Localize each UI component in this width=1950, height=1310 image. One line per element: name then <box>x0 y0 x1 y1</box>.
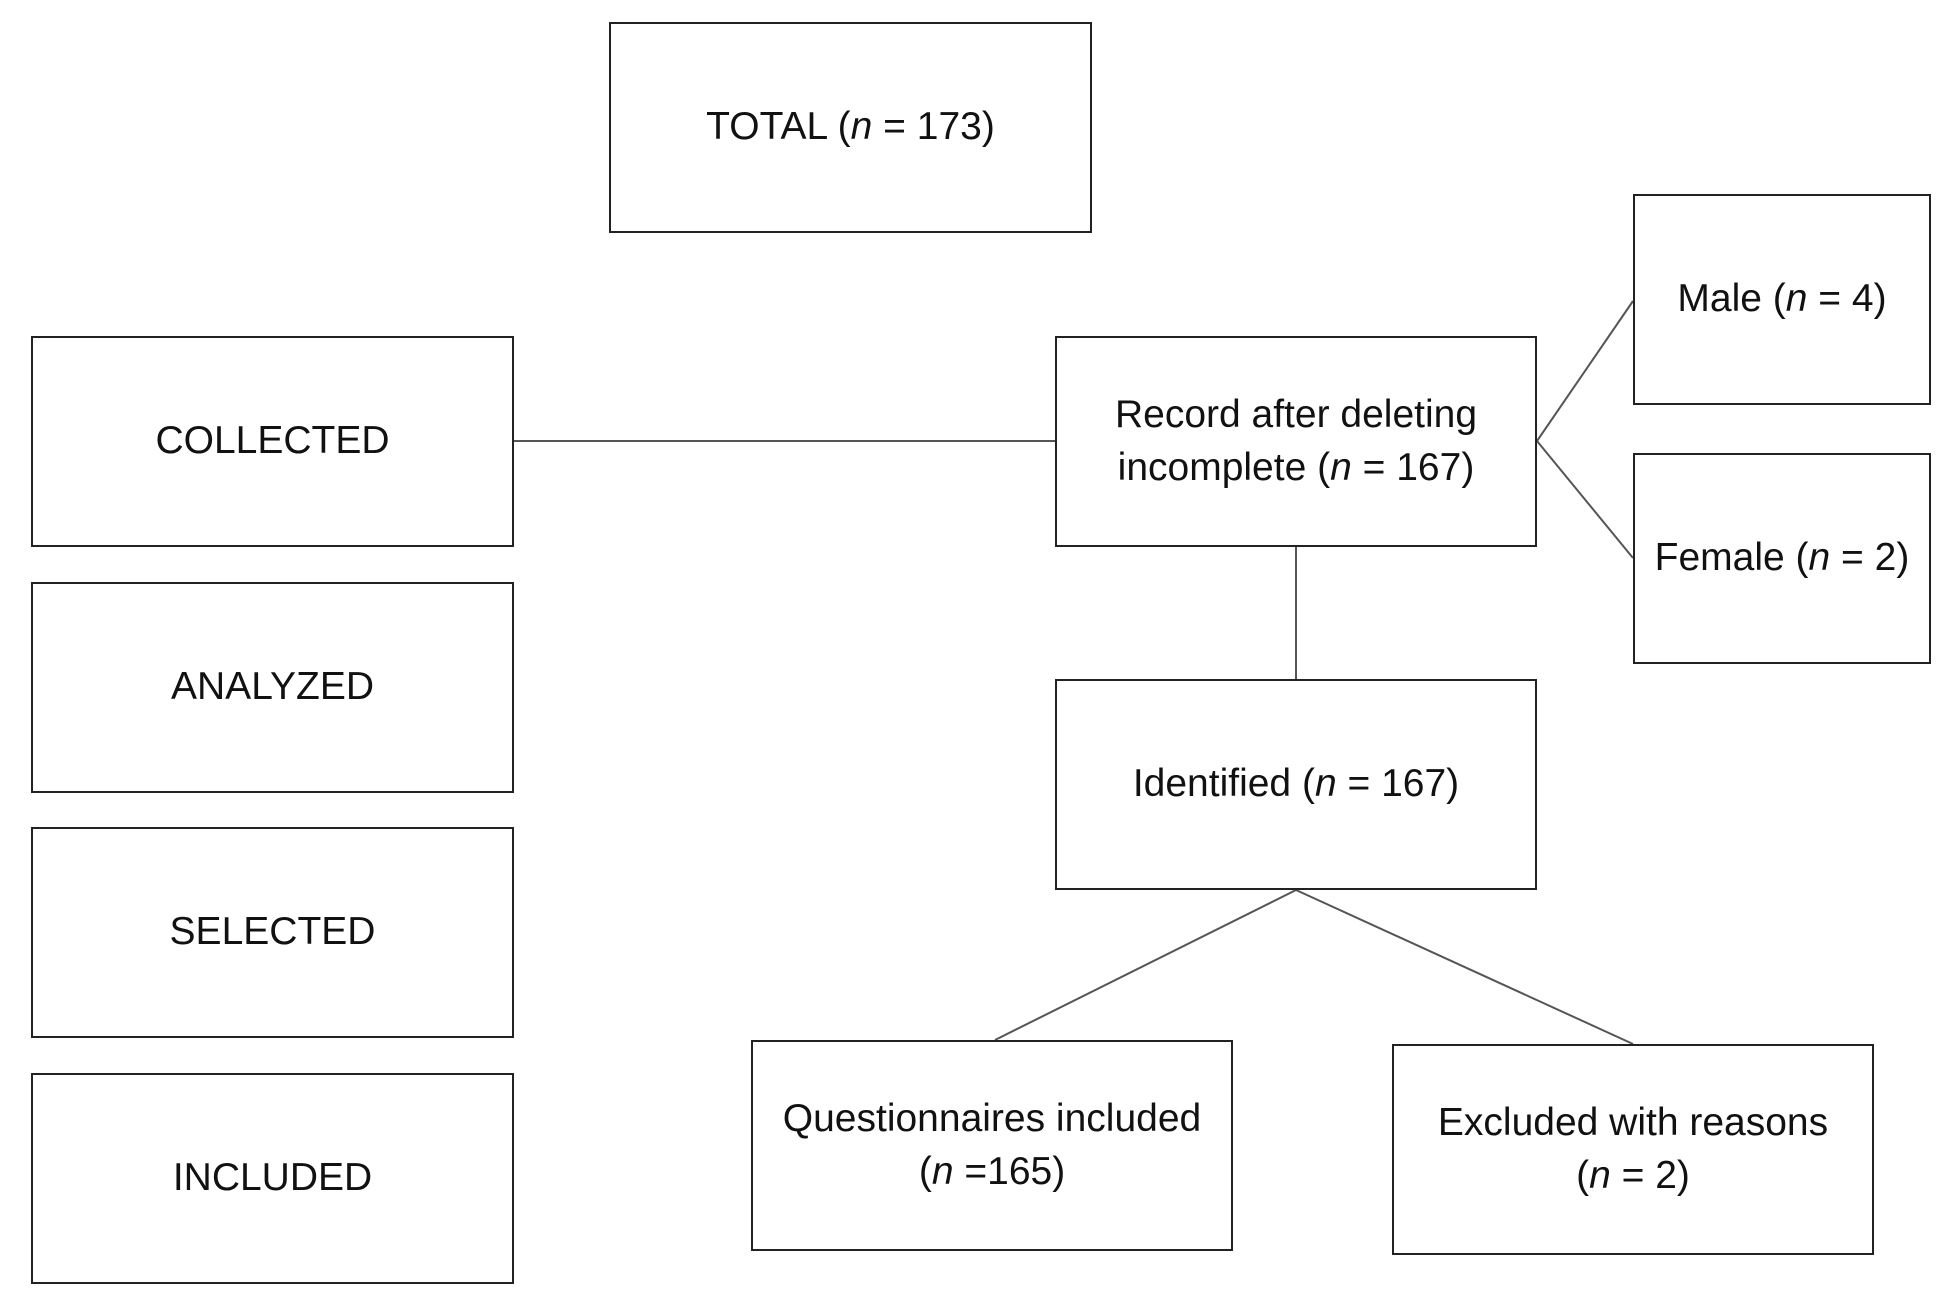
selected-box: SELECTED <box>31 827 514 1038</box>
male-text: Male (n = 4) <box>1677 277 1887 321</box>
identified-text: Identified (n = 167) <box>1132 762 1460 806</box>
collected-box: COLLECTED <box>31 336 514 547</box>
excluded-text: Excluded with reasons (n = 2) <box>1437 1100 1829 1197</box>
total-text: TOTAL (n = 173) <box>706 105 995 149</box>
male-box: Male (n = 4) <box>1633 194 1931 405</box>
analyzed-box: ANALYZED <box>31 582 514 793</box>
connector-identified-to-excluded <box>1295 889 1634 1045</box>
included-label: INCLUDED <box>172 1156 373 1200</box>
record-after-deleting-box: Record after deleting incomplete (n = 16… <box>1055 336 1537 547</box>
excluded-with-reasons-box: Excluded with reasons (n = 2) <box>1392 1044 1874 1255</box>
record-text: Record after deleting incomplete (n = 16… <box>1114 392 1478 489</box>
questionnaires-included-box: Questionnaires included (n =165) <box>751 1040 1233 1251</box>
female-box: Female (n = 2) <box>1633 453 1931 664</box>
identified-box: Identified (n = 167) <box>1055 679 1537 890</box>
female-text: Female (n = 2) <box>1654 536 1910 580</box>
connector-record-to-female <box>1536 440 1634 559</box>
selected-label: SELECTED <box>169 910 376 954</box>
connector-identified-to-questionnaires <box>994 889 1297 1041</box>
connector-record-to-male <box>1536 300 1634 442</box>
analyzed-label: ANALYZED <box>171 665 374 709</box>
collected-label: COLLECTED <box>155 419 390 463</box>
total-box: TOTAL (n = 173) <box>609 22 1092 233</box>
included-box: INCLUDED <box>31 1073 514 1284</box>
questionnaires-text: Questionnaires included (n =165) <box>782 1096 1202 1193</box>
